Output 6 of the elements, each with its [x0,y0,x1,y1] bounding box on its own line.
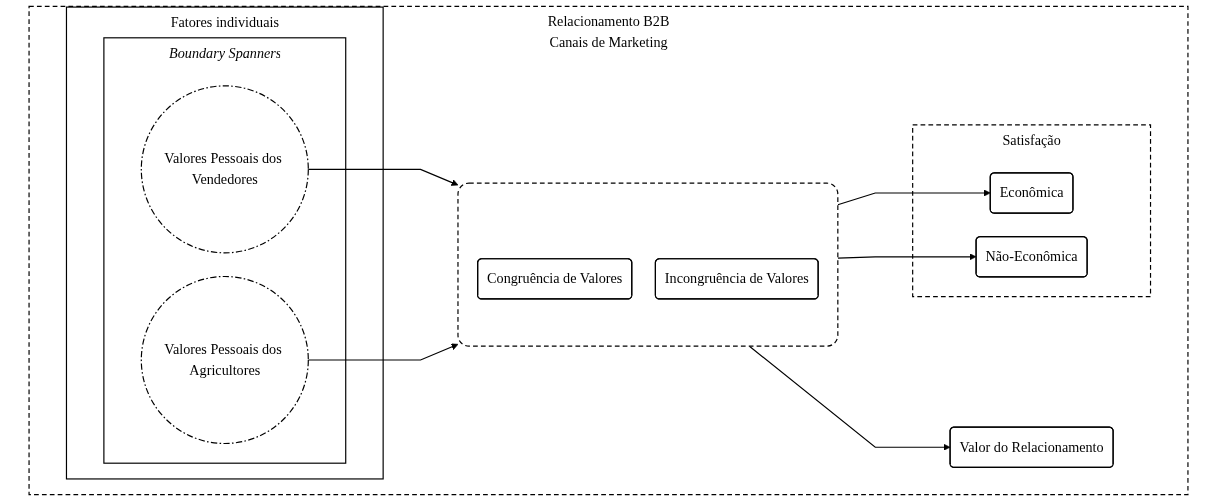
arrow [837,253,977,261]
node-circle: Valores Pessoais dos Agricultores [140,275,309,445]
arrow [837,189,991,206]
arrow [748,345,951,451]
node-circle: Valores Pessoais dos Vendedores [140,85,309,254]
cluster [457,182,839,347]
